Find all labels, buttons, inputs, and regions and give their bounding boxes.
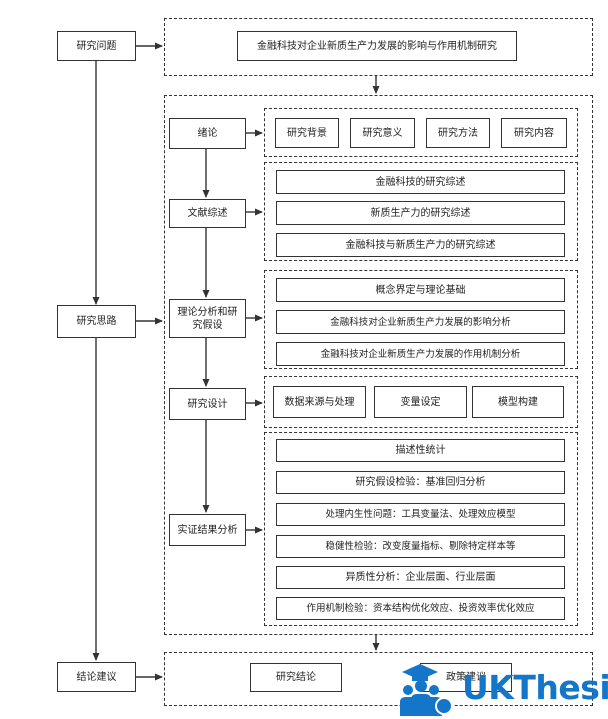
title-box: 金融科技对企业新质生产力发展的影响与作用机制研究 — [237, 31, 517, 61]
literature-items-group — [264, 162, 578, 261]
conclusion-box: 结论建议 — [57, 662, 136, 692]
section-design-label: 研究设计 — [169, 388, 246, 420]
intro-item-methods: 研究方法 — [426, 118, 490, 148]
section-theory-label: 理论分析和研究假设 — [169, 299, 246, 338]
theory-items-group — [264, 270, 578, 369]
intro-items-group — [264, 108, 578, 157]
title-group — [164, 18, 593, 76]
empirical-item-baseline: 研究假设检验：基准回归分析 — [276, 471, 565, 494]
empirical-item-descriptive: 描述性统计 — [276, 439, 565, 462]
watermark-logo-text: UKThesis — [462, 668, 608, 707]
empirical-item-endogeneity: 处理内生性问题：工具变量法、处理效应模型 — [276, 503, 565, 526]
design-item-data: 数据来源与处理 — [273, 386, 366, 418]
empirical-item-heterogeneity: 异质性分析：企业层面、行业层面 — [276, 566, 565, 589]
design-item-variables: 变量设定 — [374, 386, 467, 418]
section-literature-label: 文献综述 — [169, 199, 246, 228]
conclusion-item-findings: 研究结论 — [250, 663, 342, 692]
theory-item-concepts: 概念界定与理论基础 — [276, 278, 565, 302]
theory-item-impact: 金融科技对企业新质生产力发展的影响分析 — [276, 310, 565, 334]
intro-item-background: 研究背景 — [275, 118, 339, 148]
theory-item-mechanism: 金融科技对企业新质生产力发展的作用机制分析 — [276, 342, 565, 366]
framework-group — [164, 95, 593, 635]
section-empirical-label: 实证结果分析 — [169, 514, 246, 546]
empirical-items-group — [264, 432, 578, 626]
design-item-model: 模型构建 — [472, 386, 564, 418]
literature-item-productivity: 新质生产力的研究综述 — [276, 201, 565, 225]
intro-item-significance: 研究意义 — [350, 118, 415, 148]
conclusion-items-group — [164, 652, 593, 706]
research-approach-box: 研究思路 — [57, 305, 136, 338]
research-question-box: 研究问题 — [57, 31, 136, 61]
design-items-group — [264, 376, 578, 428]
section-intro-label: 绪论 — [169, 118, 246, 149]
graduate-people-icon — [400, 664, 453, 716]
literature-item-combined: 金融科技与新质生产力的研究综述 — [276, 233, 565, 257]
empirical-item-robustness: 稳健性检验：改变度量指标、剔除特定样本等 — [276, 535, 565, 558]
empirical-item-mechanism: 作用机制检验：资本结构优化效应、投资效率优化效应 — [276, 597, 565, 620]
literature-item-fintech: 金融科技的研究综述 — [276, 170, 565, 194]
intro-item-content: 研究内容 — [501, 118, 567, 148]
